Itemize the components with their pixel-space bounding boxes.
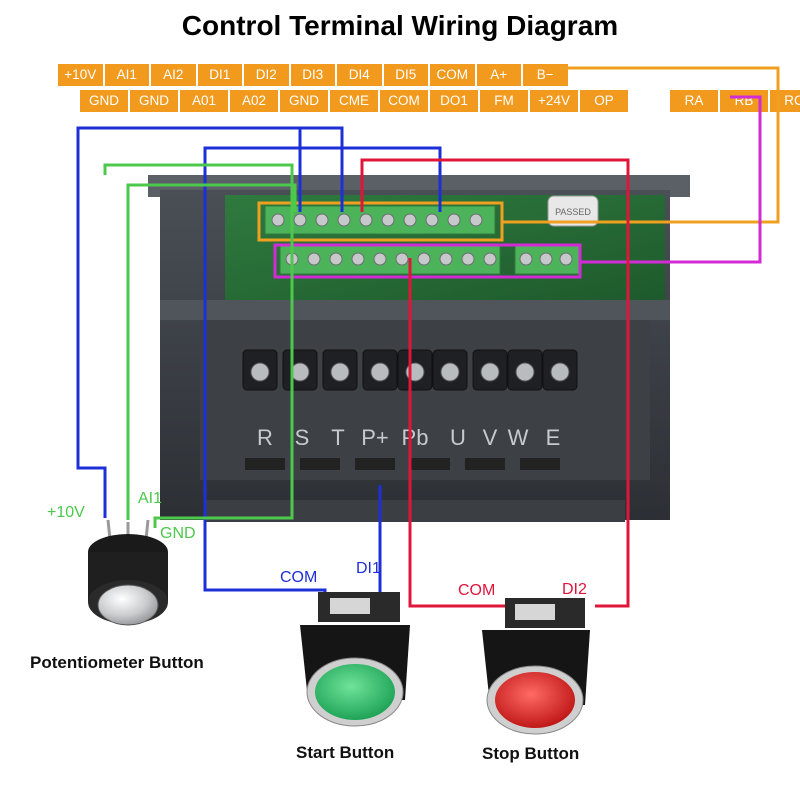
power-label-s: S bbox=[295, 425, 310, 450]
start-label-com: COM bbox=[280, 569, 317, 586]
terminal-label-di2: DI2 bbox=[244, 64, 289, 86]
terminal-label-do1: DO1 bbox=[430, 90, 478, 112]
passed-sticker-text: PASSED bbox=[555, 207, 591, 217]
power-label-r: R bbox=[257, 425, 273, 450]
terminal-label-a01: A01 bbox=[180, 90, 228, 112]
terminal-label-di1: DI1 bbox=[197, 64, 242, 86]
diagram-title: Control Terminal Wiring Diagram bbox=[181, 10, 619, 41]
pot-label-10v: +10V bbox=[47, 504, 85, 521]
power-label-u: U bbox=[450, 425, 466, 450]
stop-button-icon bbox=[482, 598, 590, 735]
terminal-label-op: OP bbox=[580, 90, 628, 112]
wire-red-di2 bbox=[360, 158, 630, 608]
terminal-label-gnd-3: GND bbox=[280, 90, 328, 112]
wire-orange bbox=[502, 66, 780, 224]
caption-start: Start Button bbox=[296, 743, 395, 762]
terminal-label-di3: DI3 bbox=[290, 64, 335, 86]
wire-red-com bbox=[408, 258, 508, 608]
wire-green-ai1 bbox=[126, 183, 297, 520]
terminal-label-row-top: +10V AI1 AI2 DI1 DI2 DI3 DI4 DI5 COM A+ … bbox=[58, 64, 568, 86]
power-label-p-plus: P+ bbox=[361, 425, 389, 450]
power-label-e: E bbox=[546, 425, 561, 450]
terminal-label-a-plus: A+ bbox=[476, 64, 521, 86]
power-label-w: W bbox=[508, 425, 529, 450]
terminal-label-cme: CME bbox=[330, 90, 378, 112]
potentiometer-icon bbox=[88, 519, 168, 626]
passed-sticker bbox=[547, 195, 599, 227]
terminal-label-gnd-2: GND bbox=[130, 90, 178, 112]
power-label-v: V bbox=[483, 425, 498, 450]
caption-potentiometer: Potentiometer Button bbox=[30, 653, 204, 672]
stop-label-di2: DI2 bbox=[562, 581, 587, 598]
terminal-label-ra: RA bbox=[670, 90, 718, 112]
terminal-label-a02: A02 bbox=[230, 90, 278, 112]
terminal-label-di5: DI5 bbox=[383, 64, 428, 86]
terminal-label-com-2: COM bbox=[380, 90, 428, 112]
terminal-label-b-minus: B− bbox=[523, 64, 568, 86]
control-terminal-block: PASSED bbox=[264, 195, 599, 275]
caption-stop: Stop Button bbox=[482, 744, 580, 763]
terminal-label-10v: +10V bbox=[58, 64, 103, 86]
wire-magenta bbox=[580, 95, 762, 264]
start-button-icon bbox=[300, 592, 410, 727]
pot-label-gnd: GND bbox=[160, 525, 196, 542]
terminal-label-fm: FM bbox=[480, 90, 528, 112]
power-label-pb: Pb bbox=[402, 425, 429, 450]
pot-label-ai1: AI1 bbox=[138, 490, 162, 507]
stop-label-com: COM bbox=[458, 582, 495, 599]
wire-green-gnd-a bbox=[103, 163, 294, 255]
terminal-label-ai2: AI2 bbox=[151, 64, 196, 86]
terminal-label-24v: +24V bbox=[530, 90, 578, 112]
power-label-t: T bbox=[331, 425, 344, 450]
wire-green-gnd-b bbox=[153, 255, 294, 528]
terminal-label-gnd-1: GND bbox=[80, 90, 128, 112]
terminal-label-ai1: AI1 bbox=[104, 64, 149, 86]
start-label-di1: DI1 bbox=[356, 560, 381, 577]
terminal-label-com: COM bbox=[430, 64, 475, 86]
wire-blue-10v bbox=[76, 126, 302, 518]
terminal-label-di4: DI4 bbox=[337, 64, 382, 86]
